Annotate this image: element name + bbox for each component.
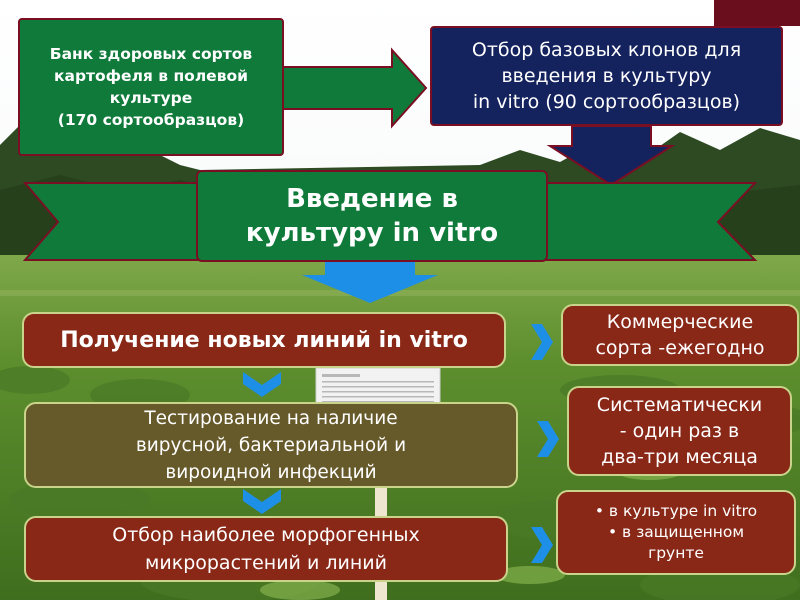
list-item: • в защищенном грунте xyxy=(607,523,745,562)
commercial-varieties-box: Коммерческие сорта -ежегодно xyxy=(561,304,799,366)
chevron-right-icon xyxy=(531,527,553,563)
list-item: • в культуре in vitro xyxy=(594,502,758,520)
ribbon-banner-left xyxy=(22,182,201,261)
chevron-down-icon xyxy=(243,372,281,397)
ribbon-banner-right xyxy=(544,182,758,261)
best-microplants-box: Отбор наиболее морфогенных микрорастений… xyxy=(24,516,508,582)
clone-selection-box: Отбор базовых клонов для введения в куль… xyxy=(430,26,783,126)
infection-testing-box: Тестирование на наличие вирусной, бактер… xyxy=(24,402,518,488)
down-arrow-shape xyxy=(546,125,676,187)
potato-bank-box: Банк здоровых сортов картофеля в полевой… xyxy=(18,18,284,156)
chevron-right-icon xyxy=(537,421,559,457)
blue-down-arrow-shape xyxy=(302,260,438,303)
methods-list-box: • в культуре in vitro • в защищенном гру… xyxy=(556,490,796,575)
chevron-down-icon xyxy=(243,489,281,514)
systematic-frequency-box: Систематически - один раз в два-три меся… xyxy=(567,386,792,476)
chevron-right-icon xyxy=(531,324,553,360)
in-vitro-intro-box: Введение в культуру in vitro xyxy=(196,170,548,262)
new-lines-box: Получение новых линий in vitro xyxy=(22,312,506,368)
right-arrow-shape xyxy=(282,47,428,129)
